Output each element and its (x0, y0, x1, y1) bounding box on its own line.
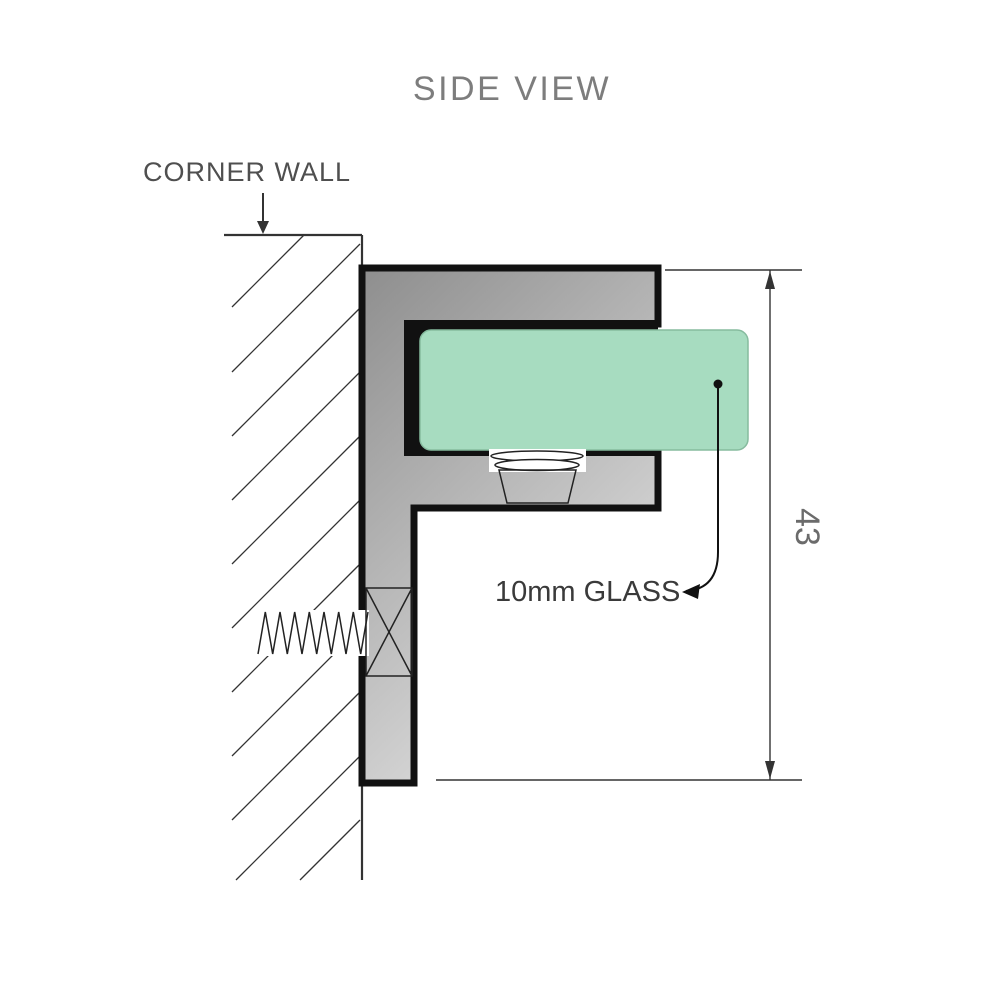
gasket (489, 449, 586, 504)
corner-wall-label: CORNER WALL (143, 157, 351, 187)
height-dimension-label: 43 (788, 508, 826, 546)
glass-panel (419, 329, 749, 451)
glass-leader-dot (713, 379, 723, 389)
dim-arrow-top (765, 271, 775, 289)
dimension-43: 43 (436, 269, 826, 781)
screw-anchor (365, 587, 413, 677)
glass-leader-arrow (682, 584, 700, 599)
screw-thread (257, 610, 369, 656)
page-title: SIDE VIEW (413, 70, 611, 108)
dim-arrow-bottom (765, 761, 775, 779)
wall-hatching (231, 234, 361, 881)
wall-line (224, 233, 364, 880)
corner-wall-arrow (257, 193, 269, 234)
glass-label: 10mm GLASS (495, 576, 680, 608)
